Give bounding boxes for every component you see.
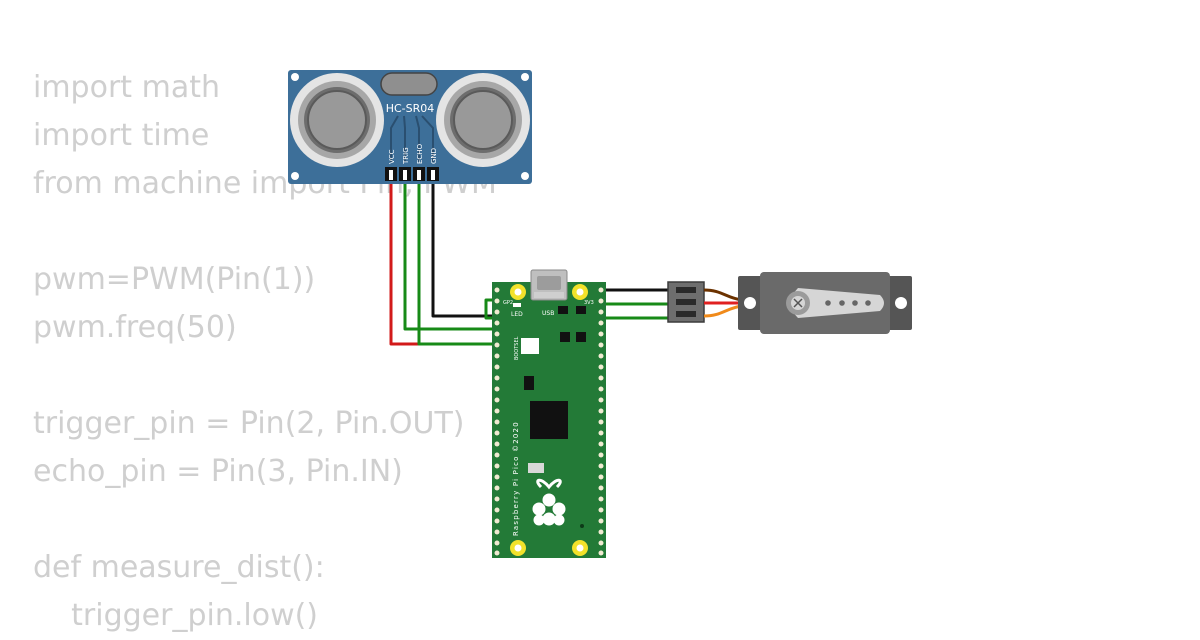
wire-echo-green[interactable]	[417, 180, 500, 346]
castellated-pins-right[interactable]	[598, 287, 604, 556]
smd-component	[580, 524, 584, 528]
board-name: Raspberry Pi Pico ©2020	[512, 421, 520, 536]
bootsel-button[interactable]	[521, 338, 539, 354]
horn-hole	[839, 300, 845, 306]
servo-cable	[703, 288, 743, 318]
usb-connector[interactable]	[530, 269, 568, 301]
horn-hole	[825, 300, 831, 306]
code-line: import math	[33, 70, 220, 105]
pin-label-echo: ECHO	[416, 143, 424, 164]
sensor-traces	[390, 115, 434, 162]
mount-hole	[291, 172, 299, 180]
smd-component	[558, 306, 568, 314]
hc-sr04-sensor[interactable]: HC-SR04 VCC TRIG ECHO GND	[288, 70, 532, 184]
onboard-led	[513, 303, 521, 307]
code-line: echo_pin = Pin(3, Pin.IN)	[33, 454, 403, 489]
wire-servo-vcc[interactable]	[594, 302, 670, 344]
code-line: import time	[33, 118, 210, 153]
sensor-header-pins[interactable]	[385, 167, 439, 181]
flash-chip	[524, 376, 534, 390]
castellated-pins-left[interactable]	[494, 287, 500, 556]
rp2040-chip	[530, 401, 568, 439]
pin-label-trig: TRIG	[402, 147, 410, 165]
servo-motor[interactable]	[738, 272, 912, 334]
bootsel-label: BOOTSEL	[514, 336, 520, 360]
sensor-label: HC-SR04	[386, 102, 435, 115]
mount-hole	[521, 172, 529, 180]
code-line: pwm=PWM(Pin(1))	[33, 262, 316, 297]
smd-component	[560, 332, 570, 342]
pin-label-3v3: 3V3	[584, 300, 594, 306]
transducer-right	[436, 73, 530, 167]
horn-hole	[865, 300, 871, 306]
smd-component	[528, 463, 544, 473]
mount-hole	[744, 297, 756, 309]
mounting-pad	[572, 540, 588, 556]
smd-component	[576, 306, 586, 314]
code-line: trigger_pin = Pin(2, Pin.OUT)	[33, 406, 465, 441]
transducer-left	[290, 73, 384, 167]
code-line: trigger_pin.low()	[33, 598, 319, 633]
mounting-pad	[572, 284, 588, 300]
mount-hole	[895, 297, 907, 309]
raspberry-logo-icon	[532, 478, 566, 526]
mount-hole	[291, 73, 299, 81]
crystal-oscillator	[380, 72, 438, 96]
code-line: def measure_dist():	[33, 550, 325, 585]
pin-label-gp2: GP2	[503, 300, 513, 306]
raspberry-pi-pico[interactable]: GP2 3V3 LED USB BOOTSEL Raspberry Pi Pic…	[492, 269, 606, 558]
led-label: LED	[511, 311, 523, 318]
code-line: pwm.freq(50)	[33, 310, 237, 345]
mount-hole	[521, 73, 529, 81]
servo-connector[interactable]	[667, 281, 705, 323]
horn-hole	[852, 300, 858, 306]
mounting-pad	[510, 540, 526, 556]
usb-label: USB	[542, 310, 554, 317]
smd-component	[576, 332, 586, 342]
servo-horn[interactable]	[790, 288, 885, 318]
pin-label-vcc: VCC	[388, 149, 396, 164]
pin-label-gnd: GND	[430, 148, 438, 164]
wire-gnd-black[interactable]	[431, 180, 498, 318]
mounting-pad	[510, 284, 526, 300]
servo-screw-icon	[793, 298, 803, 308]
wire-trig-green[interactable]	[403, 180, 500, 331]
